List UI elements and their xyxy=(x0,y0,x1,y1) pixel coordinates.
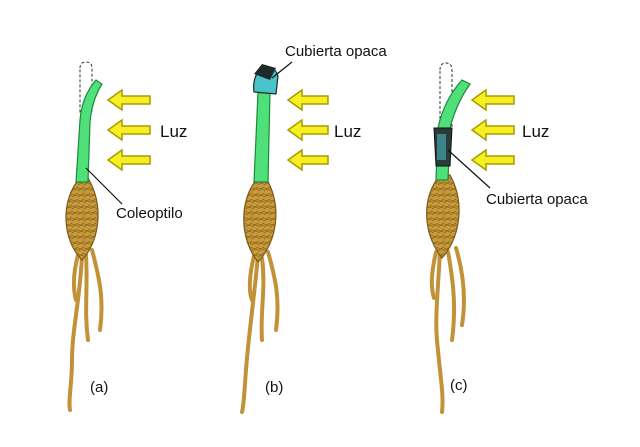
coleoptile-pointer xyxy=(85,167,123,205)
opaque-sleeve-shade-c xyxy=(437,134,446,160)
seed-a xyxy=(65,177,99,261)
coleoptile-stem-a xyxy=(75,79,103,183)
coleoptile-label: Coleoptilo xyxy=(116,205,183,222)
original-tip-outline-c xyxy=(439,62,453,129)
roots-b xyxy=(240,250,280,414)
arrow-icon xyxy=(106,88,151,112)
arrow-icon xyxy=(106,118,151,142)
panel-label-c: (c) xyxy=(450,377,468,394)
light-label-c: Luz xyxy=(522,122,549,141)
seed-b xyxy=(243,177,277,263)
arrow-icon xyxy=(470,118,515,142)
original-tip-outline-a xyxy=(79,61,93,113)
arrow-icon xyxy=(470,88,515,112)
light-label-a: Luz xyxy=(160,122,187,141)
arrow-icon xyxy=(286,88,329,112)
panel-label-b: (b) xyxy=(265,379,283,396)
cap-pointer-b xyxy=(271,61,293,79)
seed-c xyxy=(426,174,460,259)
arrow-icon xyxy=(286,148,329,172)
panel-b: Cubierta opaca Luz (b) xyxy=(240,43,387,414)
light-label-b: Luz xyxy=(334,122,361,141)
panel-c: Cubierta opaca Luz (c) xyxy=(426,62,588,414)
cap-label-c: Cubierta opaca xyxy=(486,191,588,208)
cap-label-b: Cubierta opaca xyxy=(285,43,387,60)
light-arrows-b xyxy=(286,88,329,172)
opaque-cap-top-b xyxy=(254,64,276,80)
arrow-icon xyxy=(470,148,515,172)
light-arrows-c xyxy=(470,88,515,172)
panel-a: Luz Coleoptilo (a) xyxy=(65,61,187,412)
cap-pointer-c xyxy=(447,149,491,189)
panel-label-a: (a) xyxy=(90,379,108,396)
arrow-icon xyxy=(106,148,151,172)
arrow-icon xyxy=(286,118,329,142)
roots-c xyxy=(429,246,466,414)
light-arrows-a xyxy=(106,88,151,172)
coleoptile-stem-b xyxy=(253,91,271,183)
roots-a xyxy=(67,248,104,412)
